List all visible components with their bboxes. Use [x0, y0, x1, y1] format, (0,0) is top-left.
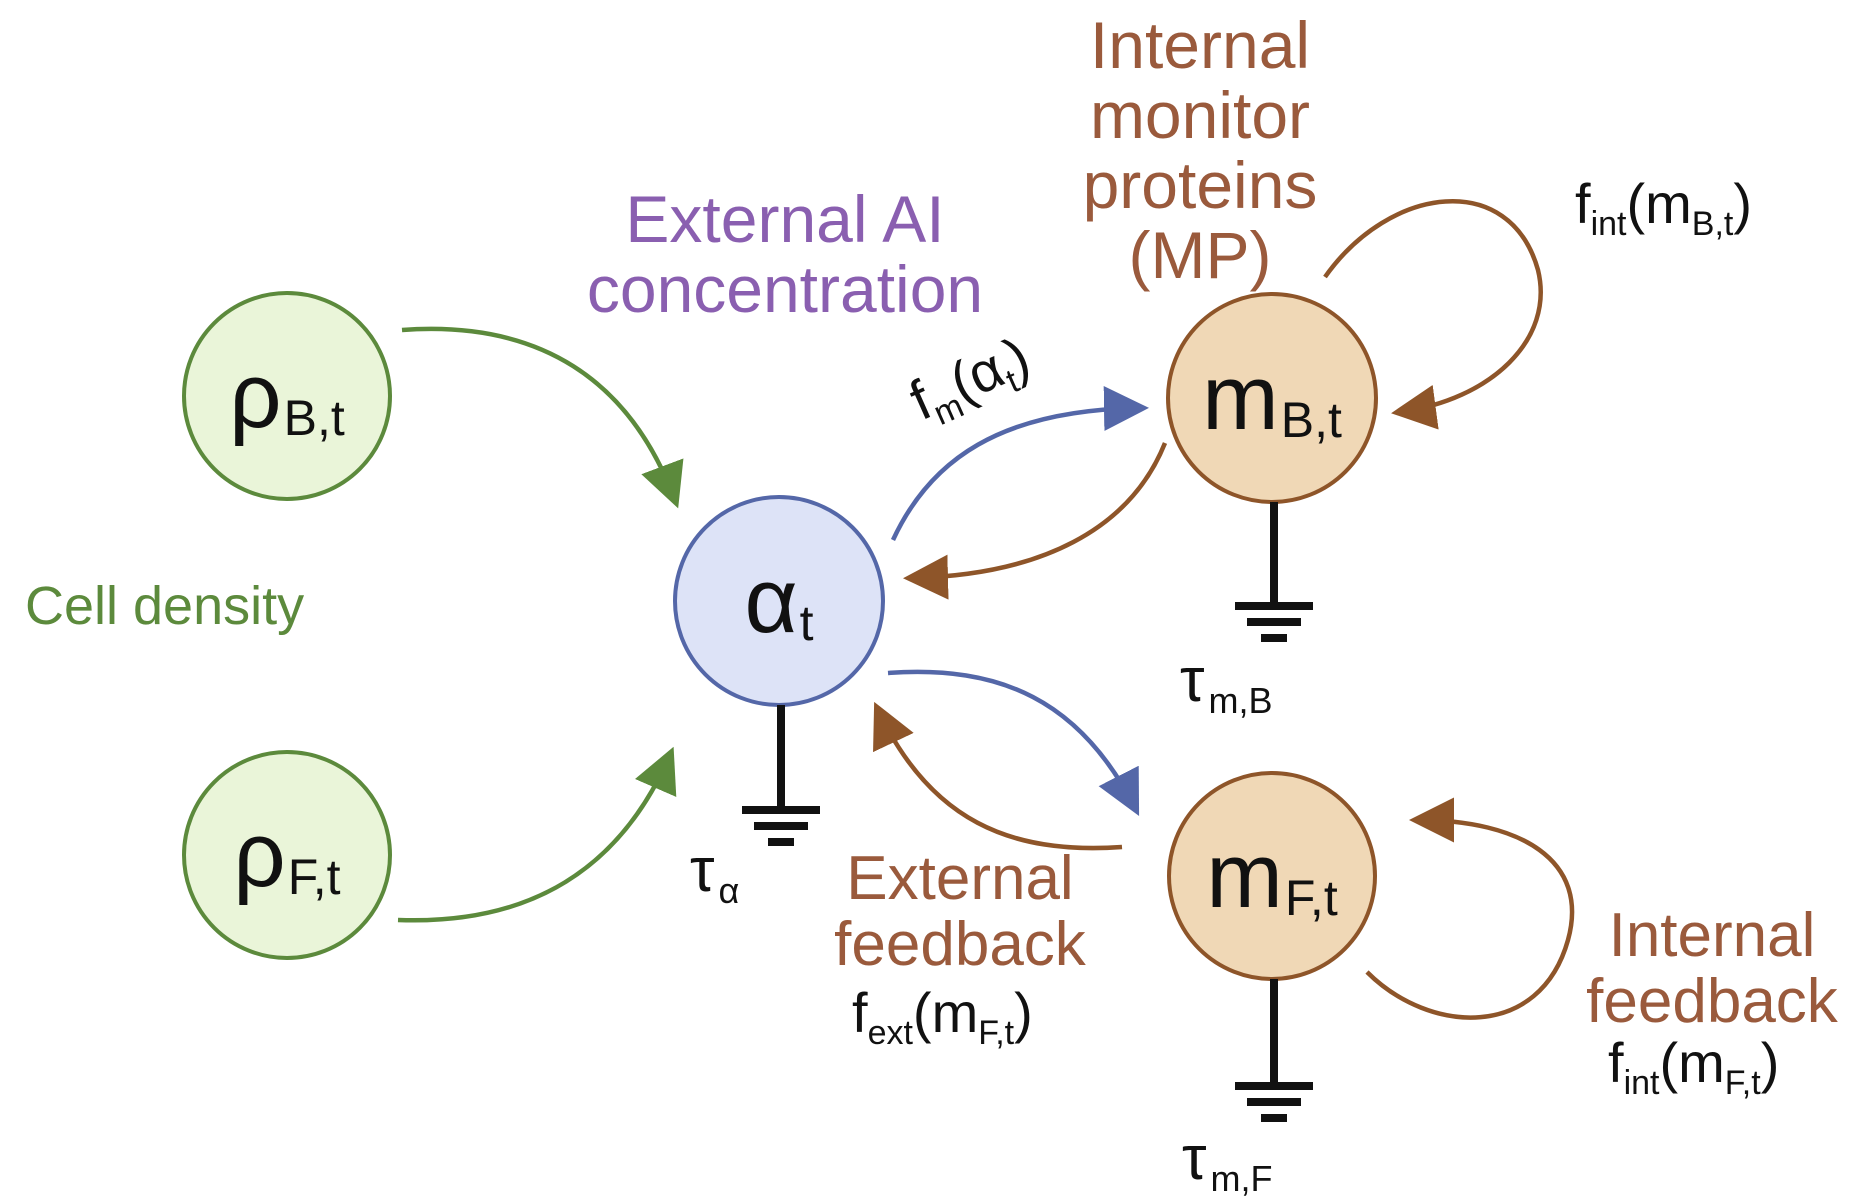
ground-icon-alpha	[742, 705, 820, 846]
fint-f-expression: fint(mF,t)	[1608, 1035, 1779, 1101]
monitor-line3: proteins	[1082, 148, 1318, 222]
arrow-mf-self-loop	[1365, 797, 1575, 1020]
internal-feedback-label: Internal feedback	[1555, 903, 1869, 1035]
monitor-proteins-label: Internal monitor proteins (MP)	[1050, 10, 1350, 290]
ground-icon-mb	[1235, 502, 1313, 642]
external-ai-line2: concentration	[586, 252, 984, 326]
node-rho-f	[182, 750, 392, 960]
fint-b-expression: fint(mB,t)	[1575, 176, 1752, 242]
fint-b-sub: int	[1590, 205, 1627, 243]
tau-mb-symbol: τ	[1180, 646, 1205, 715]
internal-feedback-line2: feedback	[1586, 967, 1838, 1036]
tau-alpha-symbol: τ	[690, 836, 715, 905]
fint-f-f: f	[1608, 1031, 1624, 1094]
fext-f-close: )	[1014, 981, 1033, 1044]
fint-f-sub: int	[1623, 1064, 1660, 1102]
arrow-rho-f-to-alpha	[397, 746, 677, 923]
node-m-f-symbol: m	[1206, 824, 1283, 927]
fext-f-open: (m	[912, 981, 979, 1044]
external-feedback-label: External feedback	[800, 846, 1120, 978]
fint-f-close: )	[1760, 1031, 1780, 1094]
arrow-alpha-to-mb	[890, 386, 1149, 541]
fext-f-expression: fext(mF,t)	[852, 985, 1033, 1051]
node-rho-b-symbol: ρ	[229, 344, 282, 447]
node-rho-f-symbol: ρ	[233, 803, 286, 906]
monitor-line2: monitor	[1089, 78, 1311, 152]
fint-f-arg-sub: F,t	[1724, 1064, 1761, 1102]
node-alpha-sub: t	[799, 595, 814, 651]
tau-mf-symbol: τ	[1182, 1124, 1207, 1193]
node-rho-f-sub: F,t	[287, 849, 341, 905]
node-m-b-symbol: m	[1202, 346, 1279, 449]
external-feedback-line2: feedback	[834, 910, 1086, 979]
node-m-f-sub: F,t	[1284, 870, 1338, 926]
node-rho-b-sub: B,t	[283, 390, 345, 446]
node-rho-b	[182, 291, 392, 501]
internal-feedback-line1: Internal	[1608, 901, 1816, 970]
fint-b-arg-sub: B,t	[1691, 205, 1734, 243]
fext-f-arg-sub: F,t	[978, 1014, 1015, 1052]
tau-mb-sub: m,B	[1208, 680, 1273, 721]
fint-b-close: )	[1733, 172, 1753, 235]
cell-density-label: Cell density	[25, 576, 305, 636]
arrow-mb-self-loop	[1323, 199, 1543, 430]
tau-alpha-sub: α	[718, 870, 740, 911]
fext-f-f: f	[852, 981, 868, 1044]
tau-mf-sub: m,F	[1210, 1158, 1273, 1199]
external-ai-line1: External AI	[625, 182, 945, 256]
arrow-alpha-to-mf	[887, 669, 1140, 817]
fext-f-sub: ext	[867, 1014, 913, 1052]
monitor-line1: Internal	[1089, 8, 1311, 82]
fint-b-open: (m	[1626, 172, 1692, 235]
node-m-b-sub: B,t	[1280, 392, 1342, 448]
ground-icon-mf	[1235, 979, 1313, 1122]
arrow-rho-b-to-alpha	[401, 326, 684, 509]
external-ai-label: External AI concentration	[540, 184, 1030, 324]
node-alpha-symbol: α	[744, 549, 798, 652]
fint-b-f: f	[1575, 172, 1591, 235]
external-feedback-line1: External	[846, 844, 1074, 913]
arrow-mb-to-alpha	[903, 442, 1168, 600]
fint-f-open: (m	[1659, 1031, 1725, 1094]
arrow-mf-to-alpha	[873, 701, 1123, 851]
monitor-line4: (MP)	[1128, 218, 1272, 292]
